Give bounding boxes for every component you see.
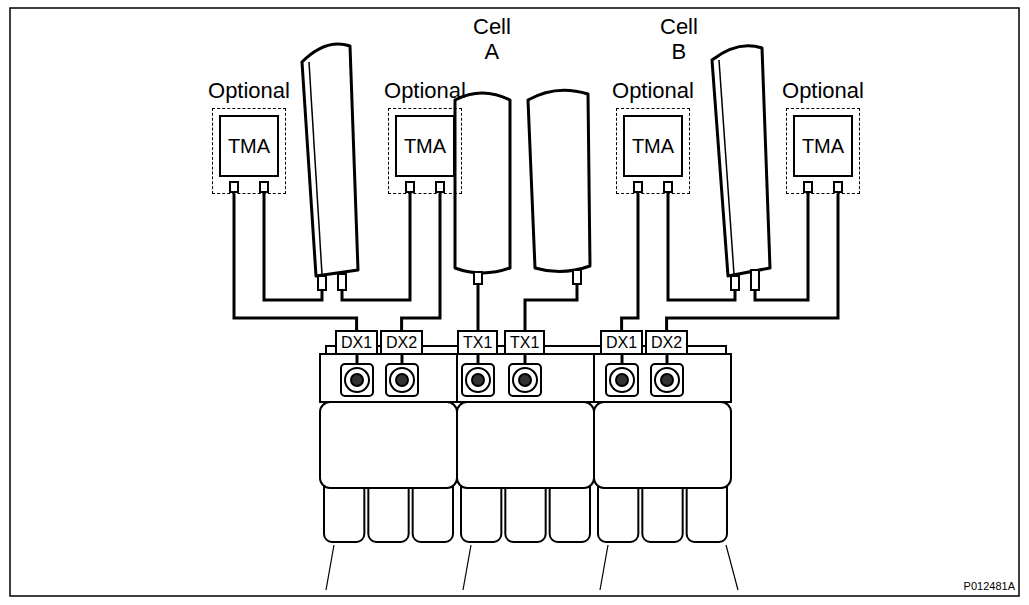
rf-connector-pin bbox=[472, 374, 484, 386]
cell-label: Cell A bbox=[473, 14, 511, 64]
optional-heading: Optional bbox=[612, 78, 694, 104]
rf-connector bbox=[462, 364, 494, 396]
leader-line bbox=[600, 545, 608, 590]
antenna-connectors bbox=[318, 270, 759, 290]
tma-body: TMA bbox=[395, 115, 455, 177]
optional-heading: Optional bbox=[384, 78, 466, 104]
tma-label: TMA bbox=[404, 135, 446, 158]
figure-code: P012481A bbox=[964, 580, 1015, 592]
rf-connector bbox=[651, 364, 683, 396]
antennas bbox=[302, 44, 770, 276]
port-label: DX1 bbox=[600, 330, 643, 355]
tma-body: TMA bbox=[219, 115, 279, 177]
feeder-cable bbox=[622, 194, 638, 330]
rf-connector-ring bbox=[466, 368, 490, 392]
unit-top bbox=[594, 354, 731, 402]
rf-connector-ring bbox=[513, 368, 537, 392]
unit-top bbox=[320, 354, 457, 402]
rf-connector-pin bbox=[661, 374, 673, 386]
rf-connector-ring bbox=[655, 368, 679, 392]
feeder-cable bbox=[402, 194, 440, 330]
tma-label: TMA bbox=[228, 135, 270, 158]
rf-connector-pin bbox=[616, 374, 628, 386]
rf-connector-ring bbox=[345, 368, 369, 392]
rf-connector bbox=[509, 364, 541, 396]
port-label: TX1 bbox=[504, 330, 545, 355]
rf-connector-ring bbox=[610, 368, 634, 392]
unit-front bbox=[320, 402, 457, 488]
port-name: DX2 bbox=[651, 334, 682, 351]
rf-connector bbox=[341, 364, 373, 396]
tma-box: OptionalTMA bbox=[786, 108, 860, 194]
port-name: DX1 bbox=[341, 334, 372, 351]
port-name: DX2 bbox=[386, 334, 417, 351]
tma-connectors bbox=[230, 182, 842, 192]
tma-label: TMA bbox=[632, 135, 674, 158]
tma-box: OptionalTMA bbox=[388, 108, 462, 194]
leader-line bbox=[726, 545, 738, 590]
cell-label: Cell B bbox=[660, 14, 698, 64]
port-name: TX1 bbox=[463, 334, 492, 351]
frame bbox=[10, 8, 1019, 596]
rf-connector-pin bbox=[351, 374, 363, 386]
port-name: TX1 bbox=[510, 334, 539, 351]
port-name: DX1 bbox=[606, 334, 637, 351]
tma-box: OptionalTMA bbox=[616, 108, 690, 194]
port-label: TX1 bbox=[457, 330, 498, 355]
rf-connector bbox=[606, 364, 638, 396]
feeder-cable bbox=[234, 194, 357, 330]
optional-heading: Optional bbox=[782, 78, 864, 104]
port-label: DX1 bbox=[335, 330, 378, 355]
unit-front bbox=[457, 402, 594, 488]
rf-connector-pin bbox=[396, 374, 408, 386]
rf-connector-pin bbox=[519, 374, 531, 386]
port-label: DX2 bbox=[380, 330, 423, 355]
antenna-cables bbox=[264, 192, 808, 330]
tma-label: TMA bbox=[802, 135, 844, 158]
feeder-cable bbox=[667, 194, 838, 330]
optional-heading: Optional bbox=[208, 78, 290, 104]
tma-body: TMA bbox=[623, 115, 683, 177]
port-label: DX2 bbox=[645, 330, 688, 355]
tma-box: OptionalTMA bbox=[212, 108, 286, 194]
leader-line bbox=[326, 545, 334, 590]
unit-front bbox=[594, 402, 731, 488]
leader-line bbox=[463, 545, 471, 590]
rf-connector bbox=[386, 364, 418, 396]
radio-units bbox=[320, 346, 738, 590]
rf-connector-ring bbox=[390, 368, 414, 392]
tma-body: TMA bbox=[793, 115, 853, 177]
